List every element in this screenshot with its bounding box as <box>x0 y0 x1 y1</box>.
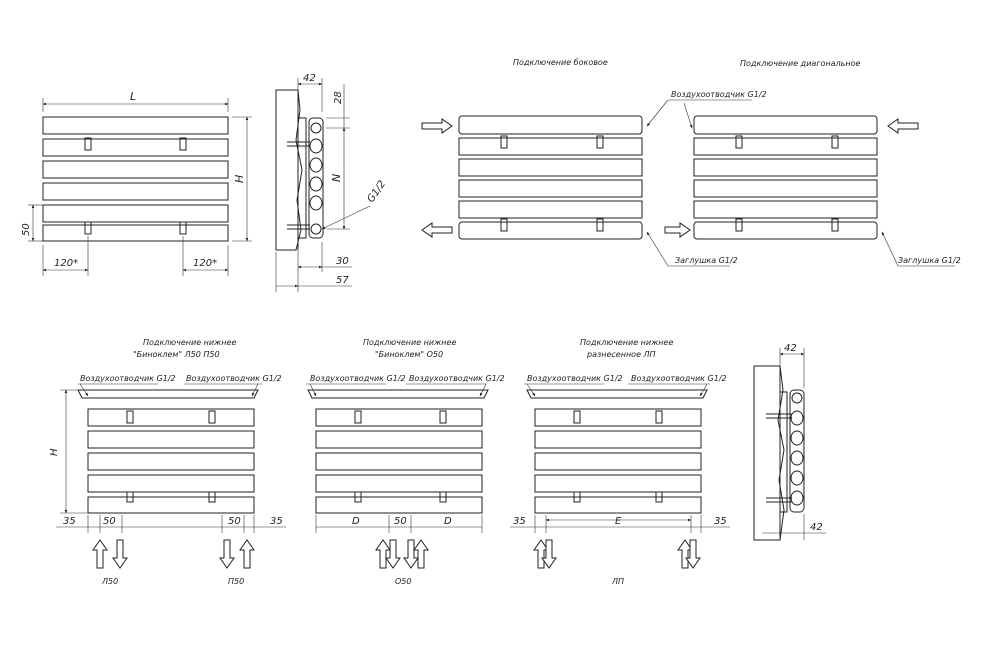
code-p50: П50 <box>228 577 244 586</box>
dim-35-b1-right: 35 <box>270 516 283 527</box>
title-bottom3-b: разнесенное ЛП <box>586 350 656 359</box>
dim-35-b3-left: 35 <box>513 516 526 527</box>
dim-57: 57 <box>336 275 349 286</box>
label-vent-side: Воздухоотводчик G1/2 <box>671 90 767 99</box>
code-l50: Л50 <box>101 577 118 586</box>
label-vent-b2-left: Воздухоотводчик G1/2 <box>310 374 406 383</box>
bottom-connection-o50: Подключение нижнее "Биноклем" О50 Воздух… <box>306 338 505 586</box>
code-o50: О50 <box>395 577 411 586</box>
label-g12-side: G1/2 <box>365 179 388 205</box>
flow-down-arrow-icon <box>385 539 401 569</box>
pipe-top-icon <box>310 122 322 134</box>
bracket-icon <box>500 135 604 232</box>
dim-42-top: 42 <box>303 73 316 84</box>
dim-50-b1-left: 50 <box>103 516 116 527</box>
diagonal-connection-view: Подключение диагональное Заглушка G1/2 <box>664 59 961 267</box>
flow-down-arrow-icon <box>403 539 419 569</box>
label-plug-diag: Заглушка G1/2 <box>898 256 961 265</box>
dim-42-b-bottom: 42 <box>810 522 823 533</box>
title-side-connection: Подключение боковое <box>513 58 608 67</box>
dim-L: L <box>130 90 136 103</box>
outlet-arrow-icon <box>421 222 453 238</box>
flow-up-arrow-icon <box>413 539 429 569</box>
title-bottom2-b: "Биноклем" О50 <box>375 350 443 359</box>
label-vent-b2-right: Воздухоотводчик G1/2 <box>409 374 505 383</box>
inlet-arrow-icon <box>421 118 453 134</box>
dim-E: E <box>615 516 622 527</box>
label-vent-b3-left: Воздухоотводчик G1/2 <box>527 374 623 383</box>
dim-H: H <box>233 175 246 183</box>
side-view-top: 42 28 N G1/2 30 57 <box>275 73 388 292</box>
label-vent-b1-left: Воздухоотводчик G1/2 <box>80 374 176 383</box>
bottom-connection-l50-p50: Подключение нижнее "Биноклем" Л50 П50 Во… <box>49 338 286 586</box>
title-diagonal-connection: Подключение диагональное <box>740 59 860 68</box>
flow-down-arrow-icon <box>219 539 235 569</box>
flow-up-arrow-icon <box>533 539 549 569</box>
title-bottom1-b: "Биноклем" Л50 П50 <box>133 350 220 359</box>
code-lp: ЛП <box>611 577 624 586</box>
dim-H-b1: H <box>49 448 60 456</box>
flow-up-arrow-icon <box>92 539 108 569</box>
title-bottom1-a: Подключение нижнее <box>143 338 236 347</box>
dim-50-b1-right: 50 <box>228 516 241 527</box>
bracket-icon <box>735 135 839 232</box>
dim-35-b1-left: 35 <box>63 516 76 527</box>
dim-N: N <box>330 174 343 182</box>
flow-up-arrow-icon <box>677 539 693 569</box>
pipe-top-icon <box>791 392 803 404</box>
bracket-icon <box>84 137 187 235</box>
front-view: L H 50 120* 120* <box>21 90 252 276</box>
dim-50-b2: 50 <box>394 516 407 527</box>
dim-50-left: 50 <box>21 223 32 236</box>
label-vent-b3-right: Воздухоотводчик G1/2 <box>631 374 727 383</box>
flow-down-arrow-icon <box>541 539 557 569</box>
title-bottom2-a: Подключение нижнее <box>363 338 456 347</box>
label-plug-side: Заглушка G1/2 <box>675 256 738 265</box>
flow-up-arrow-icon <box>239 539 255 569</box>
pipe-bottom-icon <box>310 223 322 235</box>
dim-35-b3-right: 35 <box>714 516 727 527</box>
dim-D-left: D <box>352 516 360 527</box>
flow-down-arrow-icon <box>685 539 701 569</box>
flow-down-arrow-icon <box>112 539 128 569</box>
dim-28: 28 <box>333 91 344 104</box>
dim-30: 30 <box>336 256 349 267</box>
dim-120-right: 120* <box>193 258 217 269</box>
dim-D-right: D <box>444 516 452 527</box>
flow-up-arrow-icon <box>375 539 391 569</box>
bracket-icon <box>126 410 216 503</box>
dim-42-b-top: 42 <box>784 343 797 354</box>
outlet-arrow-icon <box>664 222 691 238</box>
label-vent-b1-right: Воздухоотводчик G1/2 <box>186 374 282 383</box>
inlet-arrow-icon <box>887 118 919 134</box>
bracket-icon <box>573 410 663 503</box>
title-bottom3-a: Подключение нижнее <box>580 338 673 347</box>
side-view-bottom: 42 42 <box>753 343 826 541</box>
dim-120-left: 120* <box>54 258 78 269</box>
bracket-icon <box>354 410 447 503</box>
bottom-connection-lp: Подключение нижнее разнесенное ЛП Воздух… <box>510 338 730 586</box>
side-connection-view: Подключение боковое Воздухоотводчик G1/2… <box>421 58 767 267</box>
